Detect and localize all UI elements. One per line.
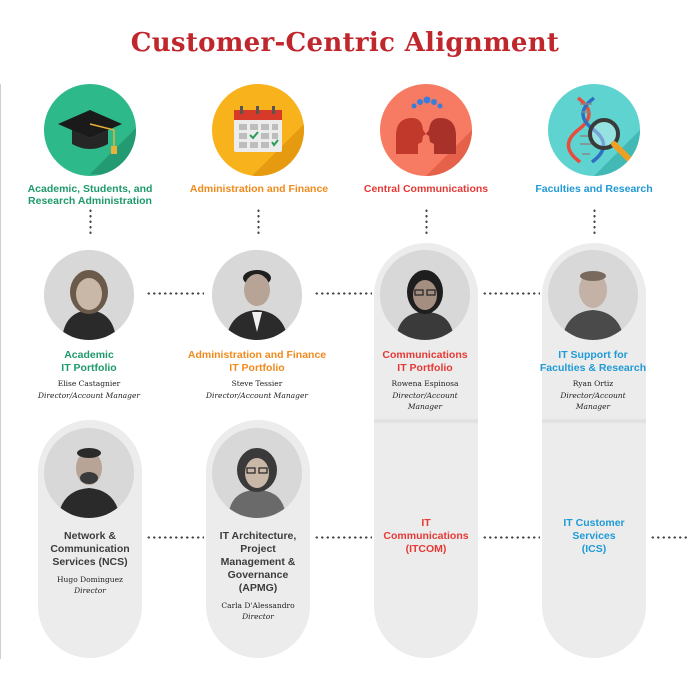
category-label-academic: Academic, Students, and Research Adminis…: [27, 183, 153, 207]
avatar-ryan-ortiz: [548, 250, 638, 340]
person-role-rowena-espinosa: Director/Account Manager: [392, 391, 458, 411]
person-name-carla-dalessandro: Carla D'Alessandro: [221, 601, 295, 610]
category-label-administration: Administration and Finance: [189, 183, 329, 195]
dna-magnifier-icon: [566, 96, 640, 176]
connector-ics-offpage: [650, 536, 690, 539]
portfolio-label-administration: Administration and Finance IT Portfolio: [187, 349, 327, 374]
person-name-steve-tessier: Steve Tessier: [231, 379, 283, 388]
portfolio-label-academic: Academic IT Portfolio: [61, 349, 117, 374]
person-name-ryan-ortiz: Ryan Ortiz: [572, 379, 614, 388]
category-connector-academic: [89, 208, 92, 236]
connector-communications-research: [482, 292, 540, 295]
connector-apmg-itcom: [314, 536, 372, 539]
person-role-hugo-dominguez: Director: [74, 586, 106, 595]
unit-label-apmg: IT Architecture, Project Management & Go…: [219, 530, 297, 594]
calendar-icon: [234, 106, 304, 176]
person-role-elise-castagnier: Director/Account Manager: [38, 391, 140, 400]
portfolio-label-communications: Communications IT Portfolio: [382, 349, 468, 374]
unit-label-ics: IT Customer Services (ICS): [563, 517, 625, 555]
category-connector-research: [593, 208, 596, 236]
connector-academic-administration: [146, 292, 204, 295]
avatar-carla-dalessandro: [212, 428, 302, 518]
connector-ncs-apmg: [146, 536, 204, 539]
connector-administration-communications: [314, 292, 372, 295]
research-category-icon-circle: [548, 84, 640, 176]
academic-category-icon-circle: [44, 84, 136, 176]
portfolio-label-research: IT Support for Faculties & Research: [539, 349, 647, 374]
person-role-ryan-ortiz: Director/Account Manager: [560, 391, 626, 411]
person-role-steve-tessier: Director/Account Manager: [206, 391, 308, 400]
administration-category-icon-circle: [212, 84, 304, 176]
category-connector-communications: [425, 208, 428, 236]
conversation-heads-icon: [396, 96, 472, 176]
page-title: Customer-Centric Alignment: [130, 28, 560, 58]
connector-itcom-ics: [482, 536, 540, 539]
communications-category-icon-circle: [380, 84, 472, 176]
pill-divider-research: [542, 418, 646, 424]
unit-label-itcom: IT Communications (ITCOM): [383, 517, 469, 555]
category-label-communications: Central Communications: [363, 183, 489, 195]
unit-label-ncs: Network & Communication Services (NCS): [50, 530, 130, 568]
avatar-hugo-dominguez: [44, 428, 134, 518]
pill-divider-communications: [374, 418, 478, 424]
avatar-elise-castagnier: [44, 250, 134, 340]
person-name-elise-castagnier: Elise Castagnier: [57, 379, 121, 388]
person-name-hugo-dominguez: Hugo Dominguez: [57, 575, 123, 584]
avatar-rowena-espinosa: [380, 250, 470, 340]
avatar-steve-tessier: [212, 250, 302, 340]
person-name-rowena-espinosa: Rowena Espinosa: [391, 379, 459, 388]
person-role-carla-dalessandro: Director: [242, 612, 274, 621]
category-label-research: Faculties and Research: [535, 183, 653, 195]
category-connector-administration: [257, 208, 260, 236]
graduation-cap-icon: [58, 110, 136, 176]
left-divider: [0, 84, 1, 659]
